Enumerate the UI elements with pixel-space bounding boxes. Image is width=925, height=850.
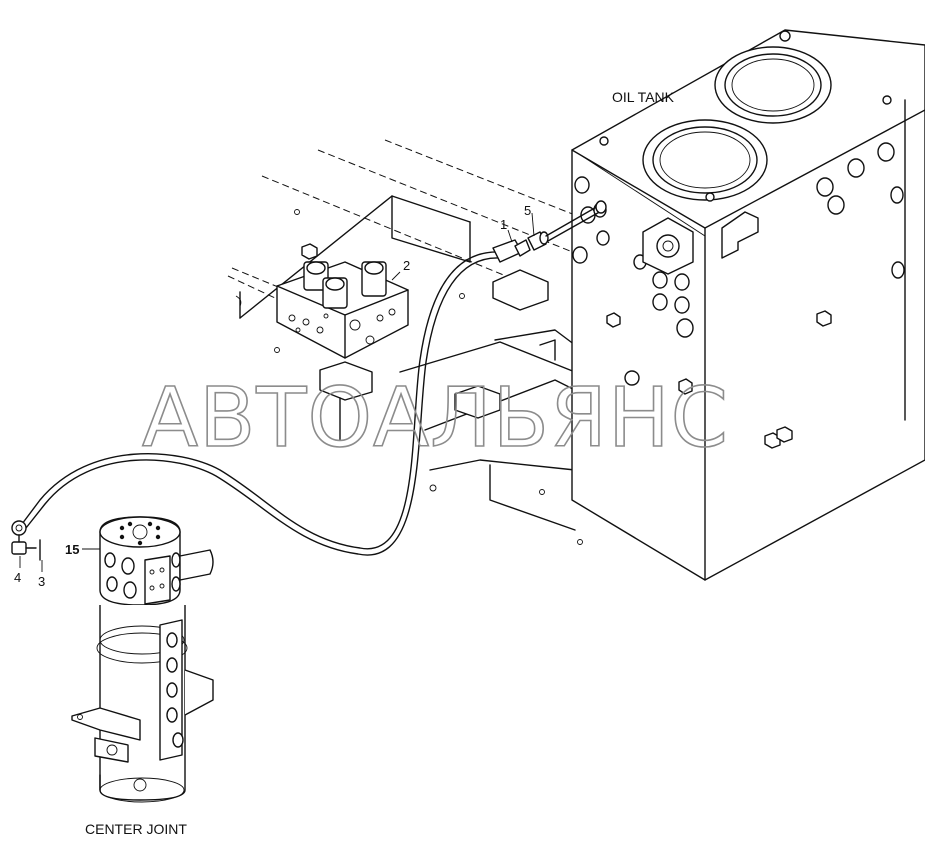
callout-3: 3 xyxy=(38,574,45,589)
center-joint-label: CENTER JOINT xyxy=(85,821,187,837)
oil-tank-label: OIL TANK xyxy=(612,89,675,105)
watermark-text: АВТОАЛЬЯНС xyxy=(142,371,729,466)
center-joint xyxy=(11,516,214,803)
valve-block xyxy=(276,261,409,359)
callout-2: 2 xyxy=(403,258,410,273)
callout-5: 5 xyxy=(524,203,531,218)
machine-frame xyxy=(227,139,583,545)
oil-tank xyxy=(571,29,925,581)
leader-lines xyxy=(19,212,535,572)
hose-assembly xyxy=(11,200,607,556)
callout-4: 4 xyxy=(14,570,21,585)
callout-1: 1 xyxy=(500,217,507,232)
callout-15: 15 xyxy=(65,542,79,557)
